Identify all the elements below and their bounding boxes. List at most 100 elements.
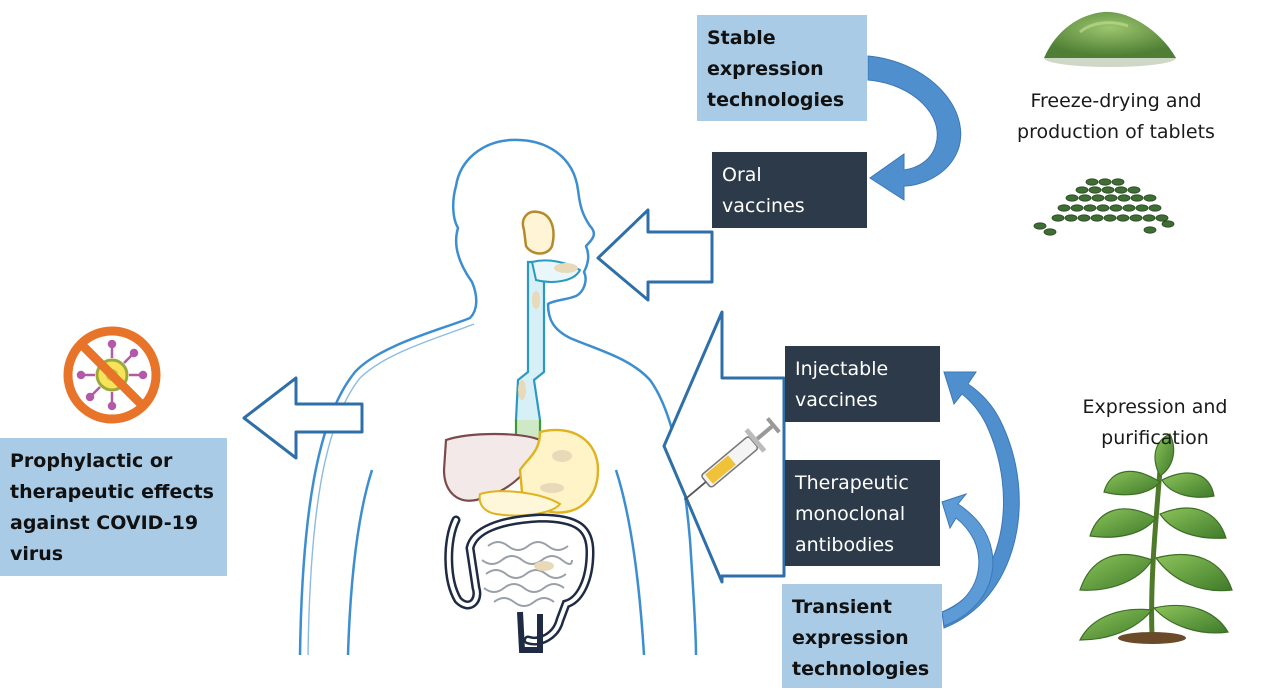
tablet: [1161, 220, 1175, 228]
text-line: production of tablets: [1017, 121, 1215, 143]
tablet: [1065, 194, 1079, 202]
tablet: [1077, 214, 1091, 222]
tablet: [1117, 194, 1131, 202]
freeze-drying-caption: Freeze-drying and production of tablets: [1000, 86, 1232, 148]
text-line: therapeutic effects: [10, 481, 214, 503]
text-line: vaccines: [722, 195, 805, 217]
tablet: [1111, 178, 1125, 186]
transient-expression-box: Transient expression technologies: [782, 584, 942, 688]
text-line: virus: [10, 543, 64, 565]
text-line: monoclonal: [795, 503, 906, 525]
text-line: Injectable: [795, 358, 889, 380]
leaf-9: [1154, 433, 1175, 477]
text-line: against COVID-19: [10, 512, 199, 534]
tablet: [1090, 214, 1104, 222]
text-line: expression: [707, 58, 824, 80]
curved-arrow-to-injectable: [941, 371, 1020, 629]
body-inner-arm-left: [346, 469, 374, 656]
human-body-icon: [298, 138, 698, 656]
tablet: [1033, 222, 1047, 230]
syringe-plunger-head: [766, 417, 781, 434]
tablet: [1101, 186, 1115, 194]
syringe-flange: [744, 428, 767, 453]
duodenum: [478, 490, 562, 517]
body-outline: [298, 138, 698, 656]
injection-arrow: [662, 310, 786, 584]
tablet: [1127, 186, 1141, 194]
leaf-2: [1152, 604, 1229, 634]
leaf-5: [1089, 508, 1157, 538]
leaf-7: [1103, 470, 1161, 496]
oral-arrow: [596, 208, 714, 302]
leaf-4: [1154, 554, 1233, 592]
plant-soil: [1118, 632, 1186, 644]
tablet: [1122, 204, 1136, 212]
tablet: [1075, 186, 1089, 194]
tablet: [1083, 204, 1097, 212]
text-line: purification: [1101, 427, 1209, 449]
esophagus: [514, 260, 546, 430]
text-line: Therapeutic: [795, 472, 909, 494]
tablet: [1109, 204, 1123, 212]
tablet: [1043, 228, 1057, 236]
tablet: [1064, 214, 1078, 222]
small-intestine: [481, 541, 573, 607]
powder-pile-icon: [1044, 11, 1176, 67]
tablet: [1142, 214, 1156, 222]
leaf-1: [1079, 608, 1154, 641]
tablet: [1114, 186, 1128, 194]
digestive-tract-icon: [442, 210, 600, 653]
tablet: [1143, 226, 1157, 234]
tablet: [1085, 178, 1099, 186]
tablet: [1130, 194, 1144, 202]
tablet: [1088, 186, 1102, 194]
tablet: [1103, 214, 1117, 222]
text-line: Oral: [722, 164, 762, 186]
tablet: [1070, 204, 1084, 212]
text-line: Transient: [792, 596, 892, 618]
syringe-plunger: [755, 425, 774, 441]
text-line: Prophylactic or: [10, 450, 173, 472]
tablet: [1057, 204, 1071, 212]
plant-stem: [1149, 469, 1163, 637]
tablet: [1148, 204, 1162, 212]
tablet: [1143, 194, 1157, 202]
text-line: technologies: [707, 89, 845, 111]
nasal-cavity: [521, 210, 555, 255]
text-line: antibodies: [795, 534, 895, 556]
intestine-content: [534, 561, 554, 571]
large-intestine-inner: [446, 515, 593, 643]
powder-mound: [1044, 11, 1176, 58]
bolus-2: [518, 380, 526, 400]
tablet: [1116, 214, 1130, 222]
bolus-3: [532, 291, 540, 309]
curved-arrow-stable-to-oral: [867, 55, 962, 201]
body-inner-arm-right: [614, 469, 646, 656]
leaf-3: [1079, 554, 1153, 591]
leaf-8: [1161, 472, 1215, 498]
oral-vaccines-box: Oral vaccines: [712, 152, 867, 228]
tablet-pile-icon: [1033, 178, 1175, 236]
leaf-6: [1159, 507, 1227, 539]
text-line: technologies: [792, 658, 930, 680]
curved-arrow-body-1: [867, 55, 962, 201]
tablet: [1104, 194, 1118, 202]
tablet: [1129, 214, 1143, 222]
text-line: expression: [792, 627, 909, 649]
rectum: [517, 611, 543, 653]
tablet: [1096, 204, 1110, 212]
syringe-icon: [683, 417, 781, 501]
tablet: [1051, 214, 1065, 222]
stomach-content-1: [552, 450, 572, 462]
text-line: vaccines: [795, 389, 878, 411]
text-line: Freeze-drying and: [1030, 90, 1202, 112]
no-virus-icon: [63, 326, 161, 424]
curved-arrows-transient: [941, 371, 1020, 629]
bolus-1: [554, 263, 578, 273]
syringe-fluid: [705, 455, 736, 484]
body-outline-shadow: [307, 323, 475, 656]
powder-highlight: [1079, 21, 1129, 34]
